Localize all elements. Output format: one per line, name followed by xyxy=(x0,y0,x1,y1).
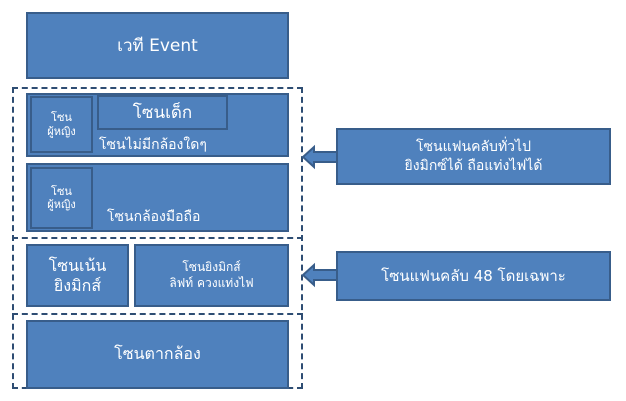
no-camera-label: โซนไม่มีกล้องใดๆ xyxy=(99,137,207,153)
callout-general-fans: โซนแฟนคลับทั่วไป ยิงมิกซ์ได้ ถือแท่งไฟได… xyxy=(336,128,611,185)
callout-48-label: โซนแฟนคลับ 48 โดยเฉพาะ xyxy=(381,267,566,285)
zone-mix: โซนเน้น ยิงมิกส์ xyxy=(26,244,129,307)
stage-box: เวที Event xyxy=(26,12,289,79)
stage-label: เวที Event xyxy=(117,36,198,56)
women-zone-2: โซน ผู้หญิง xyxy=(30,167,93,229)
mobile-camera-label: โซนกล้องมือถือ xyxy=(107,209,201,225)
divider-bottom xyxy=(12,313,303,315)
zone-camera-label: โซนตากล้อง xyxy=(114,344,201,363)
zone-camera: โซนตากล้อง xyxy=(26,320,289,389)
arrow-left-icon xyxy=(301,262,339,288)
arrow-left-icon xyxy=(301,144,339,170)
zone-mix-lift: โซนยิงมิกส์ ลิฟท์ ควงแท่งไฟ xyxy=(134,244,289,307)
women-zone-label: โซน ผู้หญิง xyxy=(47,184,76,211)
kids-zone-label: โซนเด็ก xyxy=(132,103,193,123)
kids-zone: โซนเด็ก xyxy=(97,95,228,130)
callout-48-fans: โซนแฟนคลับ 48 โดยเฉพาะ xyxy=(336,251,611,301)
women-zone-1: โซน ผู้หญิง xyxy=(30,96,93,153)
zone-mix-lift-label: โซนยิงมิกส์ ลิฟท์ ควงแท่งไฟ xyxy=(169,259,254,290)
callout-general-label: โซนแฟนคลับทั่วไป ยิงมิกซ์ได้ ถือแท่งไฟได… xyxy=(404,139,543,174)
divider-top xyxy=(12,237,303,239)
women-zone-label: โซน ผู้หญิง xyxy=(47,111,76,138)
zone-mix-label: โซนเน้น ยิงมิกส์ xyxy=(48,255,107,295)
